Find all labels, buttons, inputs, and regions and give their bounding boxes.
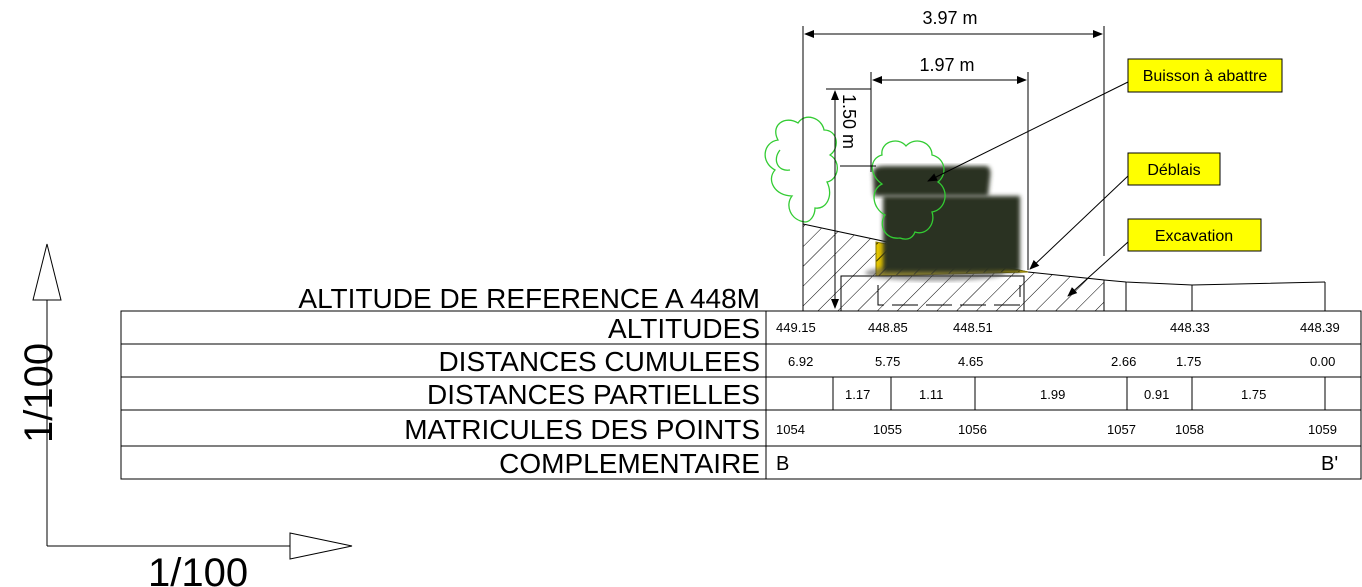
altitude-value: 448.39 — [1300, 320, 1340, 335]
dimension-inner-width: 1.97 m — [919, 55, 974, 75]
callout-buisson-text: Buisson à abattre — [1143, 68, 1268, 85]
cumulative-distance: 6.92 — [788, 354, 813, 369]
altitude-value: 448.85 — [868, 320, 908, 335]
point-id: 1058 — [1175, 422, 1204, 437]
cumulative-distance: 2.66 — [1111, 354, 1136, 369]
callout-leaders — [927, 81, 1129, 297]
distances-partielles-values: 1.17 1.11 1.99 0.91 1.75 — [845, 387, 1266, 402]
callout-buisson: Buisson à abattre — [1127, 58, 1283, 93]
row-label-matricules: MATRICULES DES POINTS — [404, 414, 760, 445]
section-end-label: B' — [1321, 453, 1338, 475]
point-id: 1056 — [958, 422, 987, 437]
dimension-height: 1.50 m — [839, 94, 859, 149]
partial-distance: 0.91 — [1144, 387, 1169, 402]
partial-distance: 1.17 — [845, 387, 870, 402]
point-id: 1059 — [1308, 422, 1337, 437]
dimensions — [802, 26, 1105, 311]
partial-distance: 1.99 — [1040, 387, 1065, 402]
altitudes-values: 449.15 448.85 448.51 448.33 448.39 — [776, 320, 1340, 335]
partial-distance: 1.75 — [1241, 387, 1266, 402]
profile-table — [120, 310, 1362, 480]
scale-axes: 1/100 1/100 — [17, 243, 353, 587]
distances-cumulees-values: 6.92 5.75 4.65 2.66 1.75 0.00 — [788, 354, 1335, 369]
matricules-values: 1054 1055 1056 1057 1058 1059 — [776, 422, 1337, 437]
dimension-total-width: 3.97 m — [922, 8, 977, 28]
altitude-value: 449.15 — [776, 320, 816, 335]
vertical-scale-label: 1/100 — [17, 343, 61, 443]
complementaire-values: B B' — [776, 453, 1338, 475]
row-label-complementaire: COMPLEMENTAIRE — [499, 448, 760, 479]
callout-excavation-text: Excavation — [1155, 228, 1233, 245]
point-id: 1057 — [1107, 422, 1136, 437]
horizontal-scale-label: 1/100 — [148, 551, 248, 587]
altitude-value: 448.33 — [1170, 320, 1210, 335]
section-start-label: B — [776, 453, 789, 475]
cumulative-distance: 4.65 — [958, 354, 983, 369]
row-label-altitudes: ALTITUDES — [608, 313, 760, 344]
point-id: 1054 — [776, 422, 805, 437]
tank-object — [865, 166, 1020, 281]
point-id: 1055 — [873, 422, 902, 437]
cumulative-distance: 5.75 — [875, 354, 900, 369]
row-label-distances-cumulees: DISTANCES CUMULEES — [438, 346, 760, 377]
altitude-value: 448.51 — [953, 320, 993, 335]
cumulative-distance: 0.00 — [1310, 354, 1335, 369]
cumulative-distance: 1.75 — [1176, 354, 1201, 369]
callout-deblais-text: Déblais — [1147, 162, 1200, 179]
table-row-labels: ALTITUDES DISTANCES CUMULEES DISTANCES P… — [404, 313, 760, 479]
reference-altitude-label: ALTITUDE DE REFERENCE A 448M — [298, 283, 760, 314]
row-label-distances-partielles: DISTANCES PARTIELLES — [427, 379, 760, 410]
callout-deblais: Déblais — [1127, 152, 1221, 186]
callout-excavation: Excavation — [1127, 218, 1262, 252]
bush-icon — [764, 116, 946, 240]
partial-distance: 1.11 — [919, 387, 943, 402]
